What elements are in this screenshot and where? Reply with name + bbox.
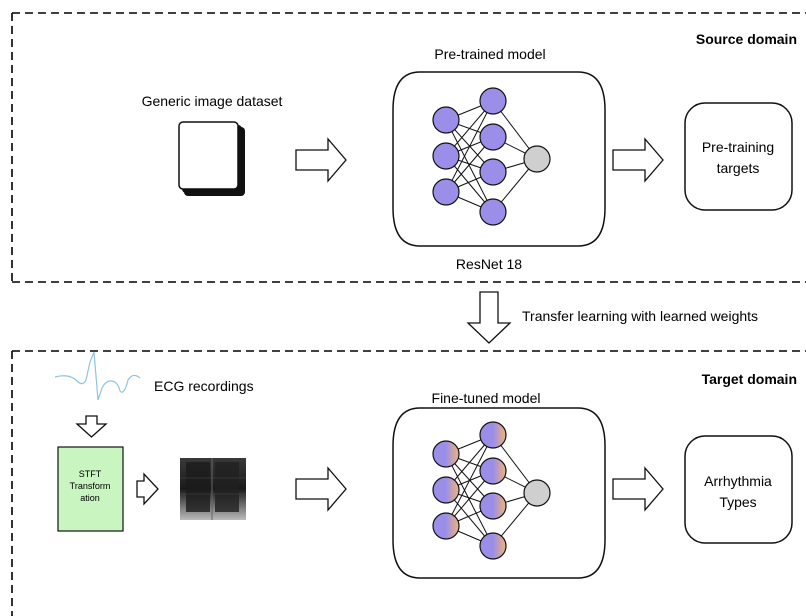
- stft-line3: ation: [80, 493, 100, 503]
- stft-box: [57, 446, 124, 532]
- model-name-label: ResNet 18: [456, 256, 522, 272]
- arrhythmia-types-box: [684, 435, 793, 544]
- finetuned-network: [432, 421, 551, 560]
- pretrained-model-label: Pre-trained model: [434, 46, 545, 62]
- arrow-ecg-to-stft-icon: [75, 415, 108, 438]
- finetuned-hidden-neuron: [479, 421, 507, 449]
- pretrained-connection: [445, 119, 494, 213]
- stft-line1: STFT: [79, 469, 102, 479]
- arrhythmia-line1: Arrhythmia: [704, 473, 772, 489]
- pretrained-hidden-neuron: [479, 158, 507, 186]
- ecg-label: ECG recordings: [154, 378, 254, 394]
- spectrogram-image: [180, 458, 246, 520]
- source-domain-frame: [11, 12, 806, 283]
- finetuned-input-neuron: [432, 476, 460, 504]
- transfer-arrow-icon: [466, 291, 512, 344]
- dataset-label: Generic image dataset: [142, 93, 283, 109]
- transfer-label: Transfer learning with learned weights: [522, 308, 758, 324]
- pretrained-network: [432, 87, 551, 226]
- arrow-dataset-to-model-icon: [295, 137, 347, 183]
- pretraining-targets-line2: targets: [717, 160, 760, 176]
- pretrained-input-neuron: [432, 142, 460, 170]
- finetuned-hidden-neuron: [479, 457, 507, 485]
- pretrained-hidden-neuron: [479, 87, 507, 115]
- finetuned-connection: [445, 453, 494, 547]
- pretrained-connection: [445, 100, 494, 193]
- arrow-spectrogram-to-model-icon: [295, 466, 347, 512]
- pretrained-input-neuron: [432, 178, 460, 206]
- arrow-model-to-arrhythmia-icon: [612, 466, 664, 512]
- ecg-waveform-icon: [54, 351, 141, 401]
- pretraining-targets-line1: Pre-training: [702, 139, 774, 155]
- finetuned-input-neuron: [432, 440, 460, 468]
- pretrained-hidden-neuron: [479, 198, 507, 226]
- pretrained-hidden-neuron: [479, 123, 507, 151]
- finetuned-output-neuron: [523, 479, 551, 507]
- finetuned-hidden-neuron: [479, 492, 507, 520]
- arrhythmia-line2: Types: [719, 494, 756, 510]
- finetuned-model-label: Fine-tuned model: [432, 390, 541, 406]
- arrow-stft-to-spectrogram-icon: [136, 472, 159, 506]
- finetuned-input-neuron: [432, 512, 460, 540]
- finetuned-connection: [445, 434, 494, 527]
- finetuned-hidden-neuron: [479, 532, 507, 560]
- stft-line2: Transform: [70, 481, 111, 491]
- pretrained-input-neuron: [432, 106, 460, 134]
- target-domain-frame: [11, 350, 806, 616]
- image-stack-icon: [178, 121, 245, 196]
- target-domain-title: Target domain: [702, 371, 797, 387]
- arrow-model-to-targets-icon: [612, 137, 664, 183]
- source-domain-title: Source domain: [696, 31, 797, 47]
- pretraining-targets-box: [684, 102, 793, 211]
- pretrained-output-neuron: [523, 145, 551, 173]
